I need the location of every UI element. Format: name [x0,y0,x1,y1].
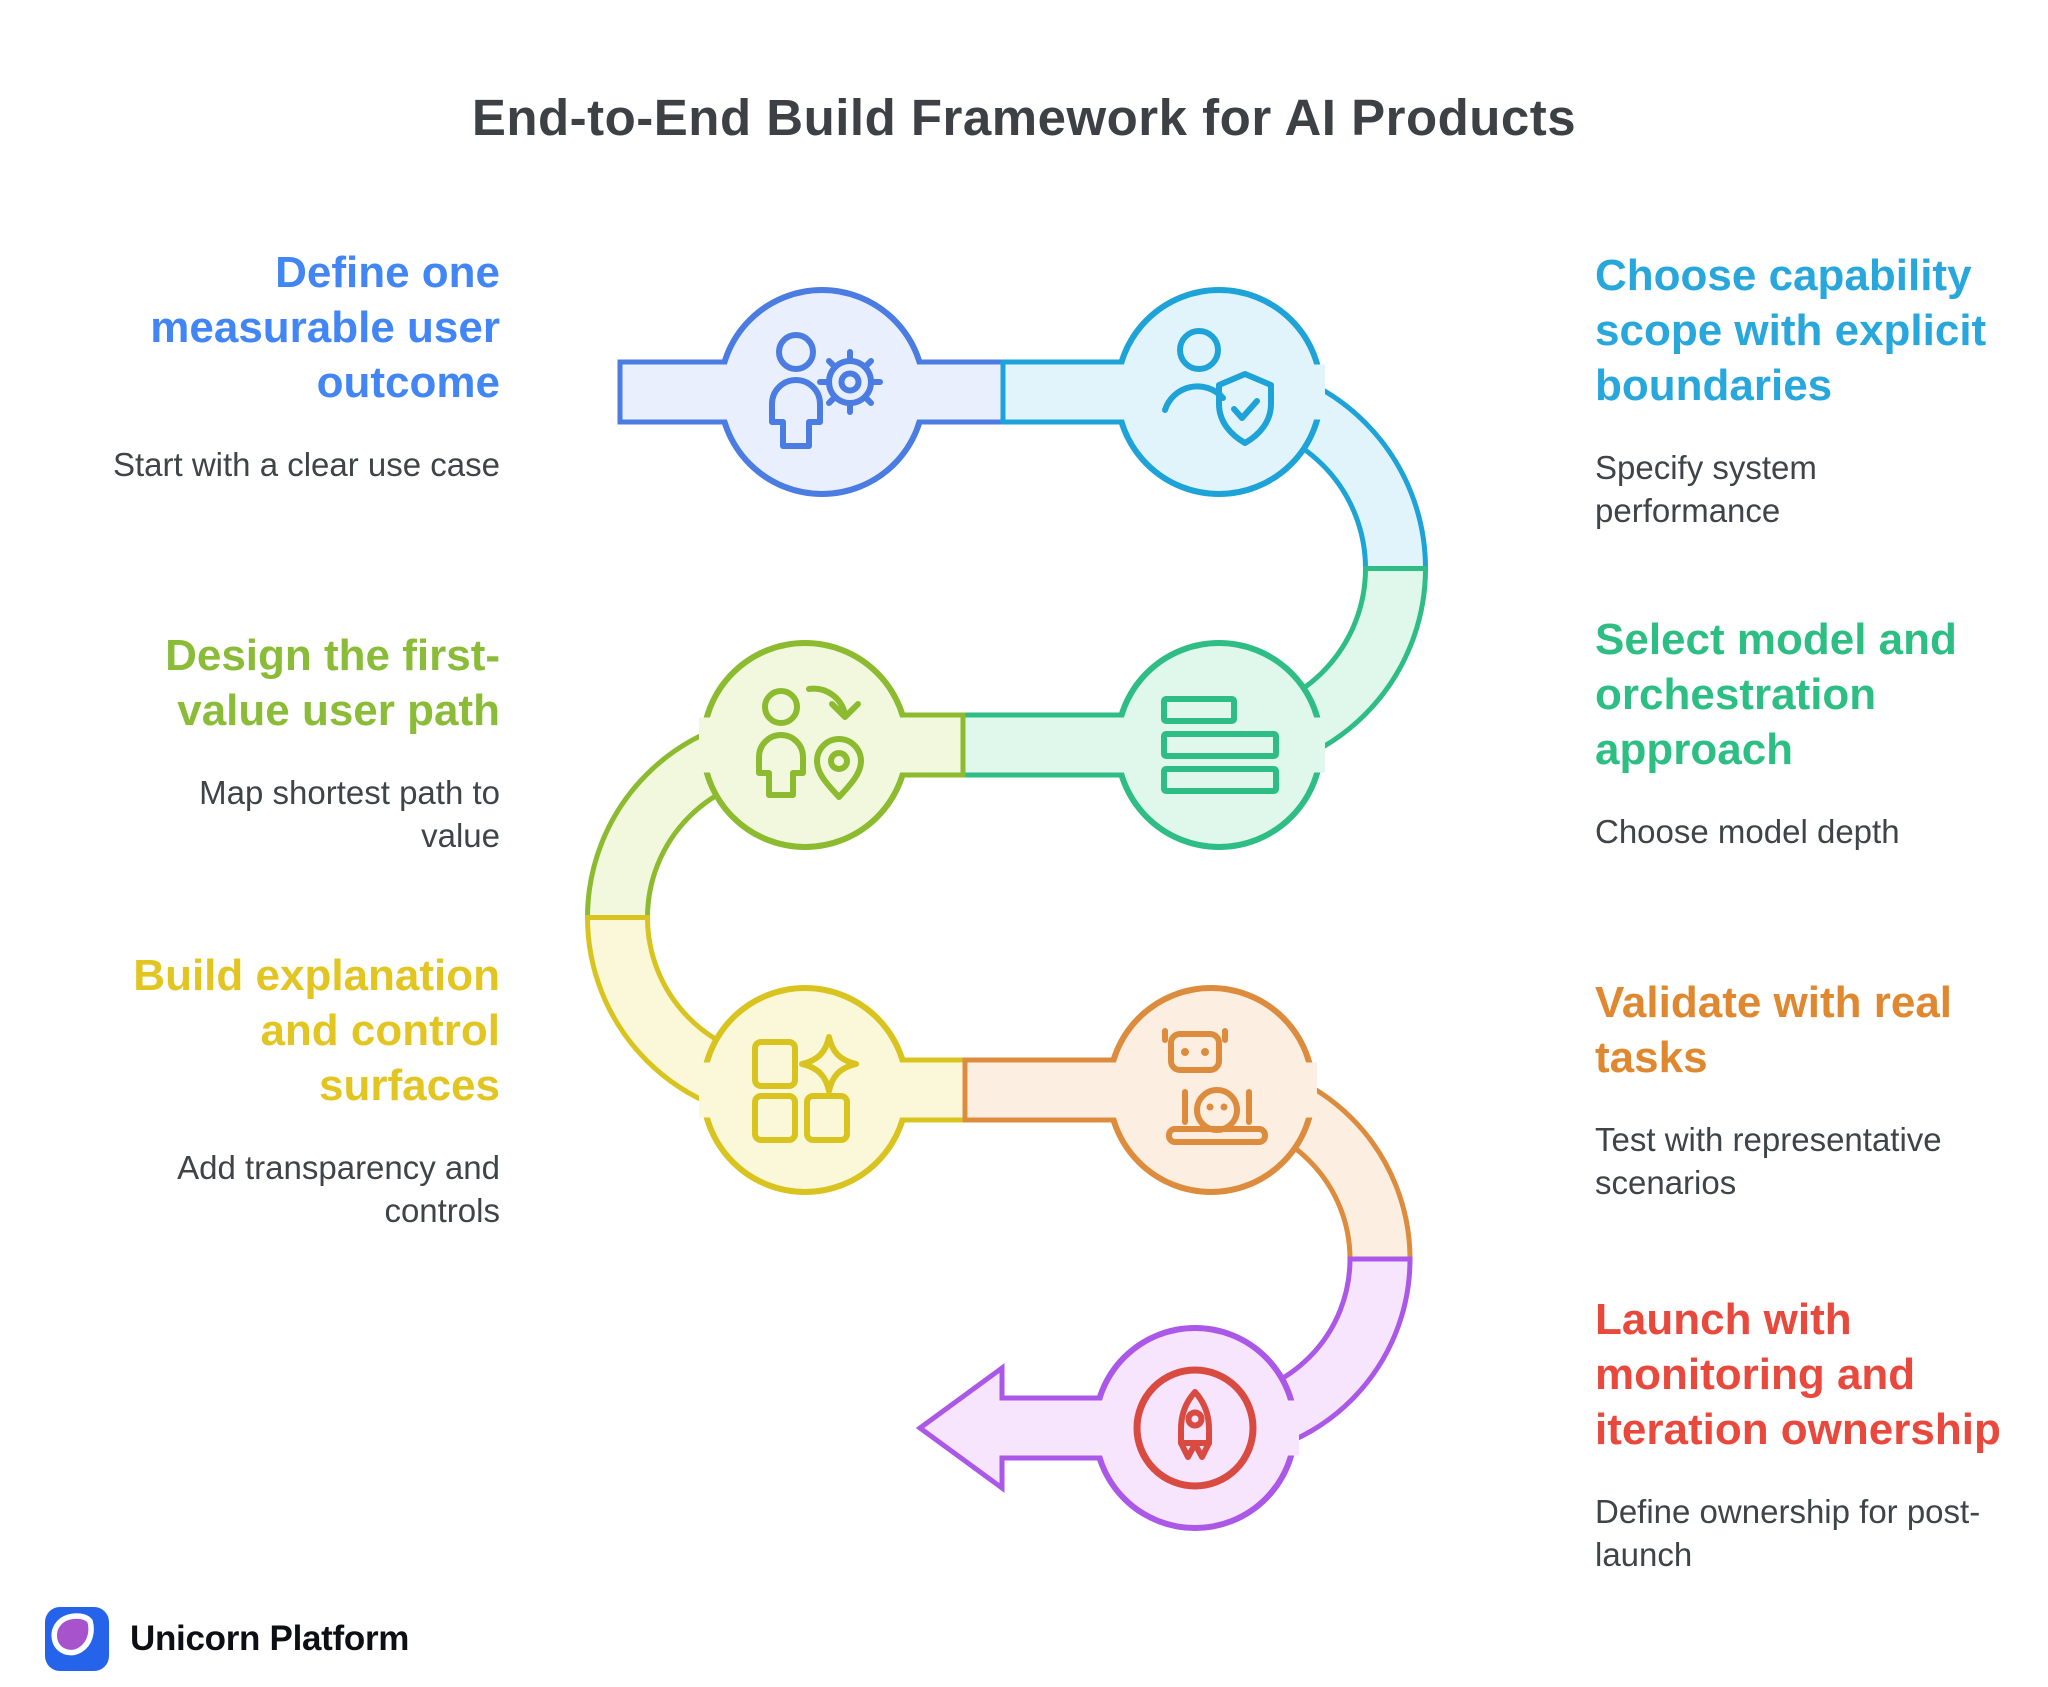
unicorn-leaf-icon [45,1607,109,1671]
flow-junction-covers [699,364,1325,1456]
flow-connectors [584,359,1429,1461]
apps-sparkle-icon [752,1034,859,1143]
page-title: End-to-End Build Framework for AI Produc… [471,89,1577,146]
step-heading: Design the first-value user path [165,631,500,735]
step-subtext: Define ownership for post-launch [1595,1493,1981,1573]
step-block-capability-scope: Choose capability scope with explicit bo… [1595,248,2048,533]
step-subtext: Test with representative scenarios [1595,1121,1942,1201]
step-subtext: Specify system performance [1595,449,1817,529]
step-block-launch: Launch with monitoring and iteration own… [1595,1292,2048,1577]
step-subtext: Add transparency and controls [177,1149,500,1229]
step-heading: Build explanation and control surfaces [133,951,500,1110]
step-block-select-model: Select model and orchestration approach … [1595,612,2048,854]
user-shield-check-icon [1162,328,1274,446]
flow-nodes [700,287,1324,1531]
step-heading: Select model and orchestration approach [1595,615,1957,774]
step-heading: Choose capability scope with explicit bo… [1595,251,1987,410]
user-gear-icon [769,332,883,449]
brand-name: Unicorn Platform [130,1619,410,1658]
rocket-icon [1133,1366,1257,1490]
step-block-define-outcome: Define one measurable user outcome Start… [40,245,500,487]
user-route-pin-icon [756,685,864,800]
step-heading: Validate with real tasks [1595,978,1953,1082]
step-block-first-value-path: Design the first-value user path Map sho… [40,628,500,858]
step-block-explanation-surfaces: Build explanation and control surfaces A… [40,948,500,1233]
step-heading: Define one measurable user outcome [150,248,500,407]
step-subtext: Choose model depth [1595,813,1900,850]
step-heading: Launch with monitoring and iteration own… [1595,1295,2001,1454]
flow-bands [617,359,1243,1493]
list-rows-icon [1161,696,1279,794]
bot-laptop-icon [1162,1028,1268,1145]
step-subtext: Map shortest path to value [199,774,500,854]
step-subtext: Start with a clear use case [112,446,500,483]
brand-footer: Unicorn Platform [44,1606,409,1672]
step-block-validate-tasks: Validate with real tasks Test with repre… [1595,975,2048,1205]
